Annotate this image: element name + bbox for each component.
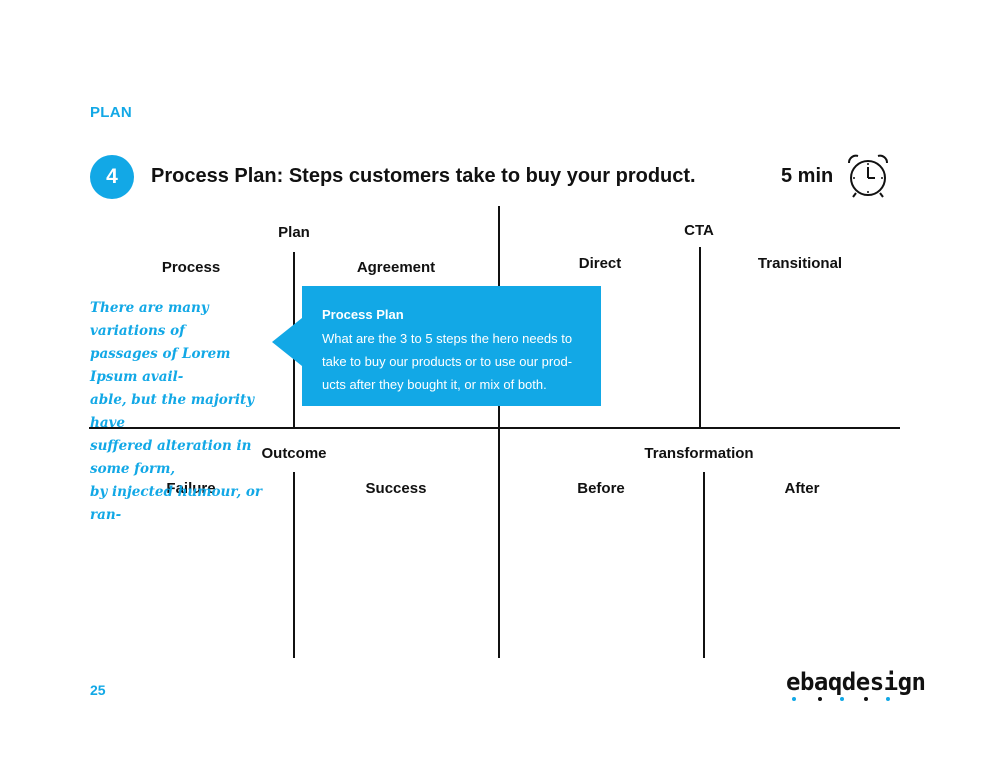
page-title: Process Plan: Steps customers take to bu… [151, 165, 696, 187]
middle-divider [89, 427, 900, 429]
before-column-label: Before [577, 480, 625, 497]
failure-column-label: Failure [166, 480, 216, 497]
handwritten-note: There are many variations of passages of… [90, 297, 280, 527]
section-label: PLAN [90, 104, 133, 121]
callout-line: What are the 3 to 5 steps the hero needs… [322, 331, 573, 346]
brand-logo-dots [790, 697, 900, 703]
duration-label: 5 min [781, 165, 834, 187]
center-divider [498, 206, 500, 658]
outcome-column-divider [293, 472, 295, 658]
agreement-column-label: Agreement [356, 259, 436, 276]
brand-logo: ebaqdesign [786, 668, 926, 696]
transformation-column-divider [703, 472, 705, 658]
process-column-label: Process [161, 259, 221, 276]
note-line: able, but the majority have [90, 392, 255, 431]
callout-line: take to buy our products or to use our p… [322, 354, 573, 369]
note-line: There are many variations of [90, 300, 209, 339]
direct-column-label: Direct [578, 255, 622, 272]
cta-column-divider [699, 247, 701, 428]
callout-line: ucts after they bought it, or mix of bot… [322, 377, 547, 392]
outcome-heading: Outcome [261, 445, 327, 462]
transformation-heading: Transformation [644, 445, 754, 462]
note-line: by injected humour, or ran- [90, 484, 262, 523]
note-line: passages of Lorem Ipsum avail- [90, 346, 231, 385]
alarm-clock-icon [848, 154, 888, 198]
transitional-column-label: Transitional [757, 255, 843, 272]
process-plan-callout: Process Plan What are the 3 to 5 steps t… [272, 286, 601, 406]
callout-title: Process Plan [322, 307, 404, 322]
page-number: 25 [90, 682, 106, 698]
cta-heading: CTA [684, 222, 714, 239]
note-line: suffered alteration in some form, [90, 438, 252, 477]
success-column-label: Success [365, 480, 427, 497]
plan-heading: Plan [278, 224, 310, 241]
after-column-label: After [784, 480, 820, 497]
step-number-badge: 4 [90, 155, 134, 199]
